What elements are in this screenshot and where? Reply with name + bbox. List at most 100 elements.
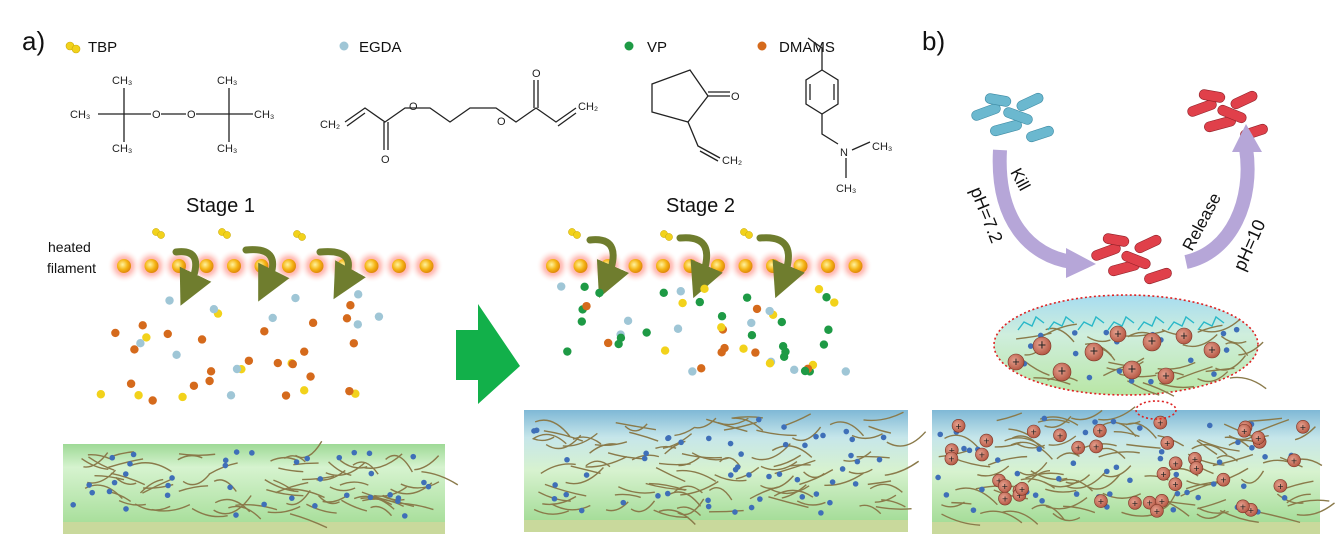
dmams-molecule [163,329,172,339]
crosslink-node [1137,425,1143,431]
crosslink-node [1187,357,1194,364]
tbp-molecule [134,391,143,400]
bacterium [1026,125,1054,143]
crosslink-node [368,470,375,477]
polymer-chain [214,498,251,513]
crosslink-node [848,452,854,459]
charge-symbol: + [1220,476,1226,487]
polymer-chain [108,458,144,469]
polymer-chain [1125,422,1157,439]
egda-molecule [747,318,756,328]
crosslink-node [728,472,734,478]
kill-arrow [992,149,1096,278]
crosslink-node [664,490,671,497]
dmams-molecule [349,339,359,348]
polymer-chain [875,505,912,510]
cationic-group [1157,367,1175,385]
vp-molecule [616,333,626,343]
crosslink-node [317,476,324,482]
dmams-molecule [197,335,207,344]
tbp-molecule [717,323,726,332]
bacterium [1121,250,1151,270]
dmams-molecule [346,301,355,310]
cationic-group [1084,342,1104,362]
polymer-chain [1294,426,1316,441]
polymer-chain [275,481,309,494]
polymer-chain [318,495,340,505]
radical-arrow [172,248,212,306]
polymer-chain [1043,479,1080,488]
dmams-molecule [582,301,591,311]
polymer-chain [266,488,304,497]
polymer-network [531,411,927,525]
ch3-label: CH₃ [112,75,132,87]
tbp-molecule [739,344,748,353]
crosslink-node [782,441,789,448]
polymer-chain [773,454,802,468]
crosslink-node [781,424,787,430]
polymer-chain [1101,465,1132,478]
bacteria-red-released [1187,89,1268,141]
filament-bead [738,259,753,273]
charge-symbol: + [1160,470,1166,481]
crosslink-node [979,486,985,493]
bond [651,69,709,123]
ch3-label: CH₃ [70,109,90,121]
vp-molecule [822,293,831,302]
polymer-chain [605,501,629,512]
polymer-chain [944,434,979,449]
crosslink-node [1195,494,1202,501]
vp-molecule [819,340,829,349]
stage-1-title: Stage 1 [186,195,255,217]
charge-symbol: + [1057,431,1063,442]
crosslink-node [222,462,229,469]
crosslink-node [233,512,239,518]
polymer-chain [868,425,892,434]
dmams-molecule [306,372,315,381]
crosslink-node [387,492,393,498]
polymer-chain [1229,376,1267,390]
tbp-molecule [96,390,106,399]
ch3-label: CH₃ [836,183,856,195]
polymer-chain [867,480,892,486]
bond [821,114,839,145]
cationic-group [1007,353,1025,371]
zwitterion-chain [1137,315,1165,331]
crosslink-node [564,456,570,463]
polymer-chain [760,475,794,490]
crosslink-node [727,440,734,447]
polymer-chain [329,486,356,492]
egda-molecule [172,350,181,359]
polymer-chain [1176,365,1213,381]
bond [344,107,577,123]
vp-molecule [800,366,810,376]
charge-symbol: + [1157,419,1163,430]
polymer-chain [618,486,655,494]
dmams-molecule [206,367,216,376]
cationic-group [975,447,989,462]
polymer-chain [941,501,965,508]
polymer-chain [653,509,689,519]
crosslink-node [1103,329,1110,336]
vp-dot [624,41,634,51]
cationic-group [1203,341,1221,359]
charge-symbol: + [1277,482,1283,493]
zoom-cationic-groups: ++++++++++ [1007,325,1221,385]
crosslink-node [757,496,763,502]
polymer-chain [1238,341,1264,356]
polymer-chain [1159,382,1195,389]
legend-dmams-label: DMAMS [779,39,835,56]
crosslink-node [738,451,744,457]
vp-molecule [595,288,604,298]
crosslink-node [425,483,432,490]
polymer-chain [980,510,1023,524]
polymer-chain [1098,406,1136,421]
tbp-molecule [660,346,670,355]
crosslink-node [705,497,711,504]
crosslink-node [1158,448,1165,455]
polymer-chain [1087,473,1121,490]
crosslink-node [233,449,240,455]
crosslink-node [1184,489,1190,496]
polymer-chain [1086,336,1111,343]
tbp-molecule [299,386,309,395]
